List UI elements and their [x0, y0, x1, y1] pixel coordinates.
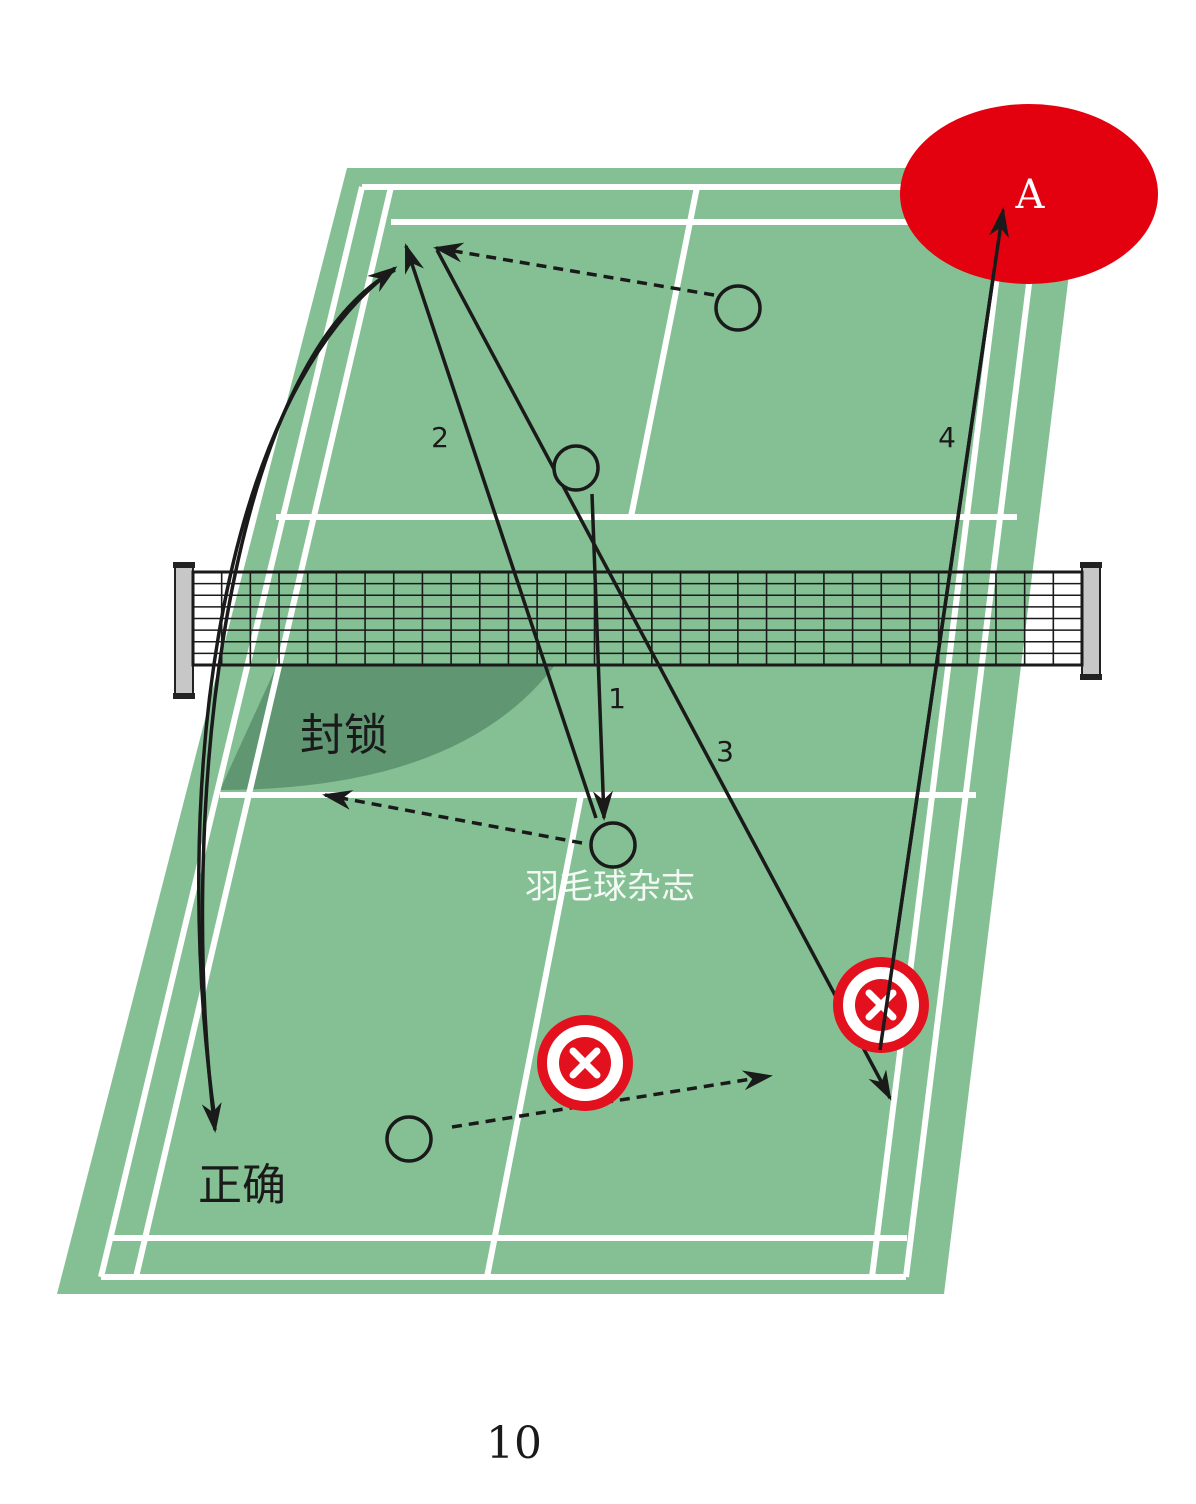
- shot-3-path: [435, 249, 892, 1101]
- shot-3-label: 3: [716, 735, 734, 768]
- players: [385, 284, 762, 1163]
- page-number: 10: [486, 1418, 542, 1469]
- shot-2-label: 2: [431, 421, 449, 454]
- net-post-left: [174, 563, 194, 698]
- net-post-right: [1081, 563, 1101, 679]
- target-a-label: A: [1015, 172, 1046, 218]
- circled-x-icon: [537, 1015, 633, 1111]
- shot-1-path: [590, 493, 613, 821]
- shot-2-path: [404, 243, 598, 819]
- court-surface: [57, 168, 1082, 1294]
- shot-4-label: 4: [938, 421, 956, 454]
- shot-1-label: 1: [608, 682, 626, 715]
- correct-curve-path: [200, 268, 396, 1133]
- correct-label: 正确: [198, 1160, 286, 1211]
- watermark-text: 羽毛球杂志: [525, 867, 695, 907]
- dashed-arrow-top: [433, 242, 715, 297]
- player-circle-icon: [589, 821, 637, 869]
- player-circle-icon: [552, 444, 600, 492]
- block-zone-label: 封锁: [300, 710, 388, 761]
- dashed-arrow-mid: [322, 790, 583, 845]
- court-lines: [98, 184, 1044, 1280]
- correct-curve-return: [197, 266, 398, 1121]
- net: [173, 562, 1102, 699]
- block-zone: [220, 665, 555, 790]
- player-circle-icon: [385, 1115, 433, 1163]
- player-circle-icon: [714, 284, 762, 332]
- target-a-zone: [900, 104, 1158, 284]
